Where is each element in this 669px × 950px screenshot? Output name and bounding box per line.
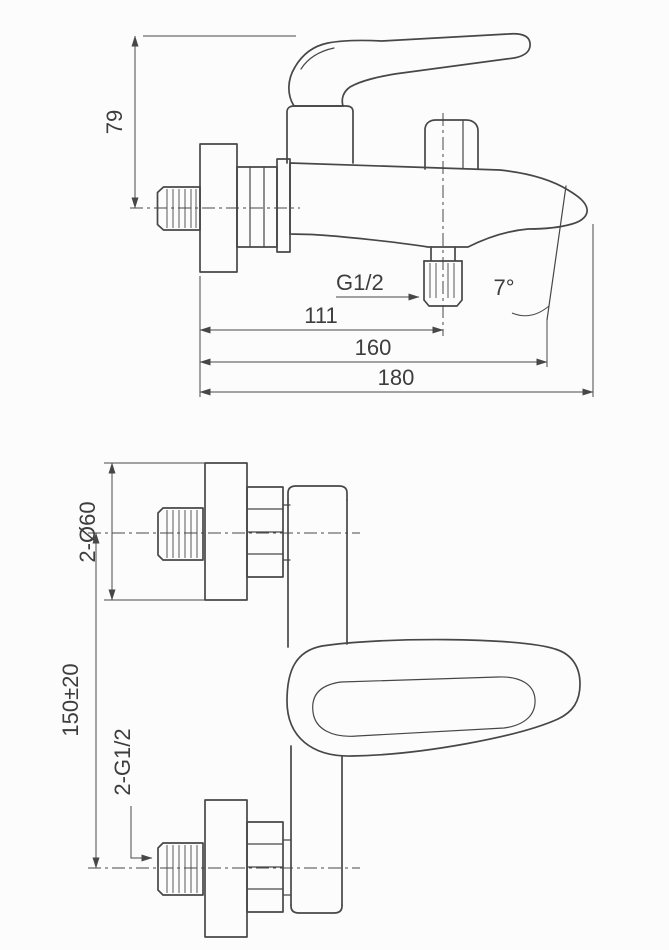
handle-detail-line <box>300 47 335 70</box>
body-column-lower <box>290 745 343 914</box>
dim-flange-diameter: 2-Ø60 <box>75 462 205 601</box>
diverter-knob <box>424 119 479 170</box>
dim-inlet-thread-label: 2-G1/2 <box>110 728 135 795</box>
lower-wall-flange <box>204 799 248 938</box>
handle-front-inner <box>312 676 536 737</box>
dim-angle-7deg: 7° <box>493 275 550 317</box>
mounting-nut <box>236 166 278 248</box>
dim-length-180: 180 <box>199 365 594 396</box>
outlet-thread <box>423 246 463 307</box>
dim-7deg-label: 7° <box>493 275 514 300</box>
upper-mounting-nut <box>246 486 291 578</box>
dim-160-label: 160 <box>355 335 392 360</box>
lever-handle <box>288 32 531 107</box>
dim-inlet-centers: 150±20 <box>58 532 100 869</box>
cartridge-body <box>286 105 354 164</box>
dim-height-79: 79 <box>102 35 296 209</box>
upper-wall-flange <box>204 462 248 601</box>
dim-inlet-centers-label: 150±20 <box>58 663 83 736</box>
body-collar <box>276 158 291 253</box>
mixer-body <box>289 162 588 248</box>
dim-111-label: 111 <box>304 303 337 328</box>
dim-length-160: 160 <box>199 335 548 366</box>
dim-outlet-thread-g12: G1/2 <box>336 270 420 301</box>
front-view: 2-Ø60 150±20 2-G1/2 <box>58 462 581 938</box>
upper-inlet-thread <box>157 507 204 561</box>
dim-180-label: 180 <box>378 365 415 390</box>
handle-front <box>286 638 581 757</box>
body-column-upper <box>287 485 348 648</box>
dim-g12-label: G1/2 <box>336 270 384 295</box>
side-view: 79 G1/2 7° 111 160 180 <box>102 32 594 397</box>
lower-inlet-thread <box>157 842 204 896</box>
dim-79-label: 79 <box>102 110 127 134</box>
dim-offset-111: 111 <box>199 303 444 334</box>
wall-flange <box>199 143 238 273</box>
dim-inlet-thread-leader: 2-G1/2 <box>110 728 153 862</box>
lower-mounting-nut <box>246 821 292 913</box>
spout-end-face-line <box>546 185 567 321</box>
